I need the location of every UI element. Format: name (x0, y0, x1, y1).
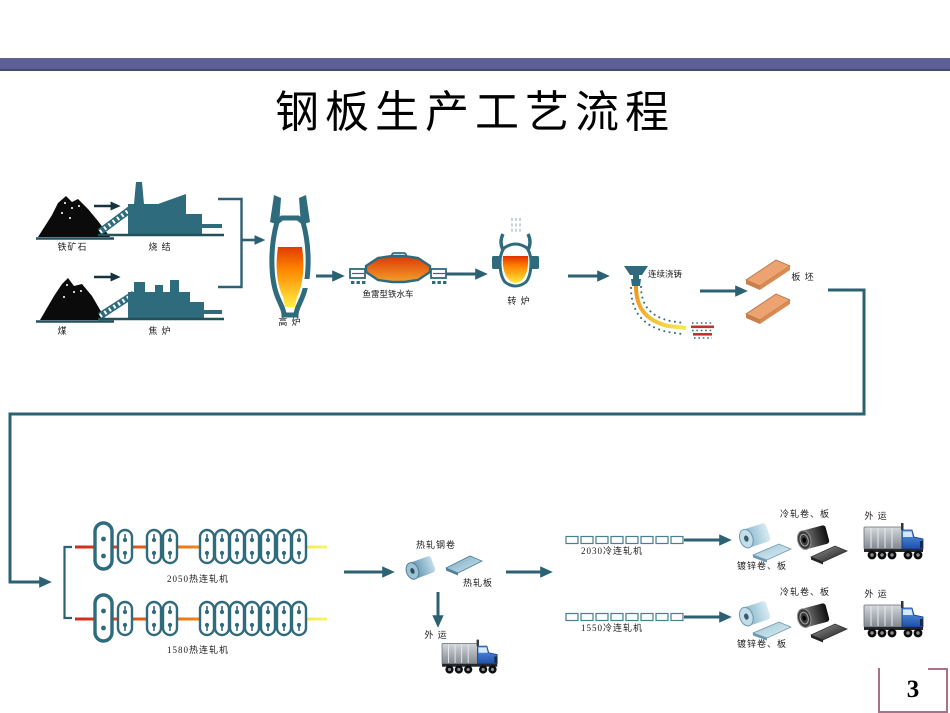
outbound-label: 外 运 (864, 589, 888, 599)
coal-label: 煤 (57, 326, 68, 336)
galvanized-plate-icon (751, 621, 792, 641)
galvanized-products-label: 镀锌卷、板 (736, 639, 787, 649)
slab-icon (745, 259, 791, 290)
cold-mill-2030-label: 2030冷连轧机 (580, 546, 643, 556)
hot-plate-icon (445, 555, 483, 576)
coal-pile-icon (36, 278, 114, 323)
torpedo-car-label: 鱼雷型铁水车 (362, 289, 414, 299)
converter-icon (492, 218, 539, 288)
torpedo-car-icon (349, 252, 447, 284)
slab-icon (745, 293, 791, 324)
page-number: 3 (906, 675, 920, 703)
hot-coil-icon (405, 556, 436, 580)
hot-mill-1580-stands-icon (75, 593, 327, 643)
page-box-corner (928, 668, 946, 670)
continuous-caster-icon (624, 266, 714, 339)
cold-products-label: 冷轧卷、板 (779, 587, 830, 597)
cold-rolled-coil-icon (796, 525, 830, 550)
sintering-label: 烧 结 (148, 242, 172, 252)
cold-mill-1550-label: 1550冷连轧机 (580, 623, 643, 633)
continuous-casting-label: 连续浇铸 (647, 269, 682, 279)
iron-ore-label: 铁矿石 (57, 242, 88, 252)
hot-outbound-label: 外 运 (424, 630, 448, 640)
outbound-label: 外 运 (864, 511, 888, 521)
galvanized-products-label: 镀锌卷、板 (736, 561, 787, 571)
blast-furnace-label: 高 炉 (278, 317, 302, 327)
converter-label: 转 炉 (507, 296, 531, 306)
hot-mill-1580-label: 1580热连轧机 (166, 645, 229, 655)
galvanized-coil-icon (738, 523, 771, 549)
cold-mill-2030-stands-icon (565, 535, 684, 545)
cold-rolled-plate-icon (810, 623, 848, 643)
slide-title: 钢板生产工艺流程 (275, 88, 675, 137)
sinter-plant-icon (98, 182, 224, 237)
cold-rolled-plate-icon (810, 545, 848, 565)
cold-mill-1550-stands-icon (565, 612, 684, 622)
hot-mill-2050-label: 2050热连轧机 (166, 574, 229, 584)
coke-oven-icon (98, 280, 224, 321)
galvanized-plate-icon (751, 543, 792, 563)
hot-mill-2050-stands-icon (75, 521, 327, 571)
slab-label: 板 坯 (791, 272, 815, 282)
hot-plate-label: 热轧板 (462, 578, 493, 588)
iron-ore-pile-icon (36, 196, 114, 240)
blast-furnace-icon (269, 195, 311, 318)
cold-products-label: 冷轧卷、板 (779, 509, 830, 519)
cold-rolled-coil-icon (796, 603, 830, 628)
header-divider-bar (0, 58, 950, 71)
page-number-box: 3 (878, 668, 948, 713)
hot-coil-label: 热轧钢卷 (415, 540, 456, 550)
coke-oven-label: 焦 炉 (148, 326, 172, 336)
galvanized-coil-icon (738, 601, 771, 627)
outbound-truck-icon (863, 522, 924, 560)
outbound-truck-icon (863, 600, 924, 638)
